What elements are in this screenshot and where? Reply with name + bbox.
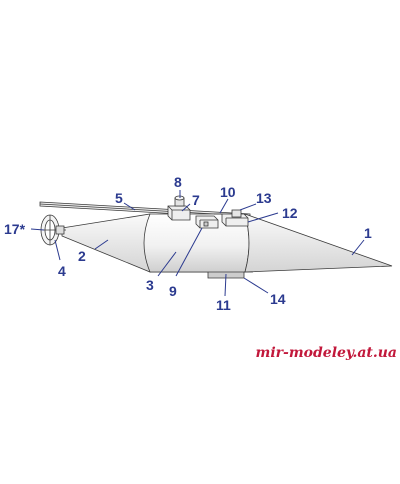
front-deck-box [214,209,249,227]
callout-3: 3 [146,277,154,293]
callout-13: 13 [256,190,272,206]
callout-12: 12 [282,205,298,221]
callout-2: 2 [78,248,86,264]
leader-lines [30,190,365,297]
rear-deck-box [195,215,219,229]
conning-tower [167,205,191,221]
callout-14: 14 [270,291,286,307]
callout-4: 4 [58,263,66,279]
callout-8: 8 [174,174,182,190]
watermark-text: mir-modeley.at.ua [256,345,397,361]
bow-cone [244,213,393,273]
callout-17: 17* [4,221,26,237]
callout-5: 5 [115,190,123,206]
callout-10: 10 [220,184,236,200]
propeller-assembly [40,214,66,246]
callout-labels: 1 2 3 4 5 7 8 9 10 11 12 13 14 17* [4,174,372,313]
callout-1: 1 [364,225,372,241]
callout-9: 9 [169,283,177,299]
stern-cone [61,213,151,273]
callout-11: 11 [216,297,231,313]
callout-7: 7 [192,192,200,208]
